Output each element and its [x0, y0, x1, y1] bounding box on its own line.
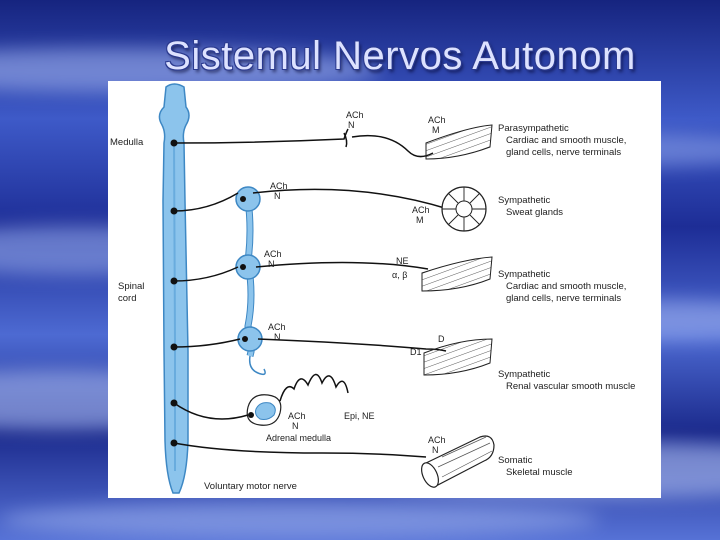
sweat-pre-ach: ACh [270, 181, 288, 191]
renal-pre-ach: ACh [268, 322, 286, 332]
medulla-label: Medulla [110, 137, 144, 148]
transmitter-labels: ACh N ACh M ACh N ACh M ACh N NE α, β AC… [264, 110, 446, 455]
target-detail: Renal vascular smooth muscle [506, 381, 635, 392]
synapse-dots [170, 139, 254, 447]
spinal-cord-label: Spinal [118, 281, 144, 292]
adrenal-medulla [246, 373, 349, 426]
sweat-pre-n: N [274, 191, 281, 201]
renal-post-d1: D1 [410, 347, 422, 357]
skeletal-muscle [421, 435, 495, 488]
nerve-fibres [173, 128, 449, 458]
somatic-ach: ACh [428, 435, 446, 445]
para-pre-ach: ACh [346, 110, 364, 120]
spinal-cord-label: cord [118, 293, 136, 304]
target-detail: Cardiac and smooth muscle, [506, 135, 626, 146]
symp-pre-n: N [268, 259, 275, 269]
target-detail: Skeletal muscle [506, 467, 573, 478]
symp-post-ne: NE [396, 256, 409, 266]
ans-diagram: Medulla Spinal cord ACh N ACh M ACh N AC… [110, 83, 635, 494]
target-detail: gland cells, nerve terminals [506, 293, 621, 304]
target-detail: Sweat glands [506, 207, 563, 218]
autonomic-nervous-system-figure: Medulla Spinal cord ACh N ACh M ACh N AC… [108, 81, 661, 498]
smooth-muscle-2 [421, 256, 493, 292]
smooth-muscle-1 [425, 124, 493, 160]
symp-post-ab: α, β [392, 270, 407, 280]
renal-post-d: D [438, 334, 445, 344]
target-division: Sympathetic [498, 195, 551, 206]
sweat-post-m: M [416, 215, 424, 225]
adrenal-epi-ne: Epi, NE [344, 411, 375, 421]
target-division: Sympathetic [498, 269, 551, 280]
voluntary-motor-nerve-label: Voluntary motor nerve [204, 481, 297, 492]
target-division: Somatic [498, 455, 533, 466]
symp-pre-ach: ACh [264, 249, 282, 259]
slide-title: Sistemul Nervos Autonom [164, 34, 636, 78]
para-pre-n: N [348, 120, 355, 130]
renal-vascular-muscle [423, 338, 493, 376]
somatic-n: N [432, 445, 439, 455]
target-division: Sympathetic [498, 369, 551, 380]
cns-labels: Medulla Spinal cord [110, 137, 144, 304]
target-labels: Parasympathetic Cardiac and smooth muscl… [498, 123, 635, 478]
ganglion-1 [235, 186, 261, 212]
target-division: Parasympathetic [498, 123, 569, 134]
target-detail: Cardiac and smooth muscle, [506, 281, 626, 292]
adrenal-ach: ACh [288, 411, 306, 421]
adrenal-n: N [292, 421, 299, 431]
sweat-gland [441, 186, 487, 232]
sweat-post-ach: ACh [412, 205, 430, 215]
target-detail: gland cells, nerve terminals [506, 147, 621, 158]
para-post-m: M [432, 125, 440, 135]
para-post-ach: ACh [428, 115, 446, 125]
adrenal-medulla-label: Adrenal medulla [266, 433, 331, 443]
renal-pre-n: N [274, 332, 281, 342]
sympathetic-ganglion-chain [235, 186, 266, 376]
